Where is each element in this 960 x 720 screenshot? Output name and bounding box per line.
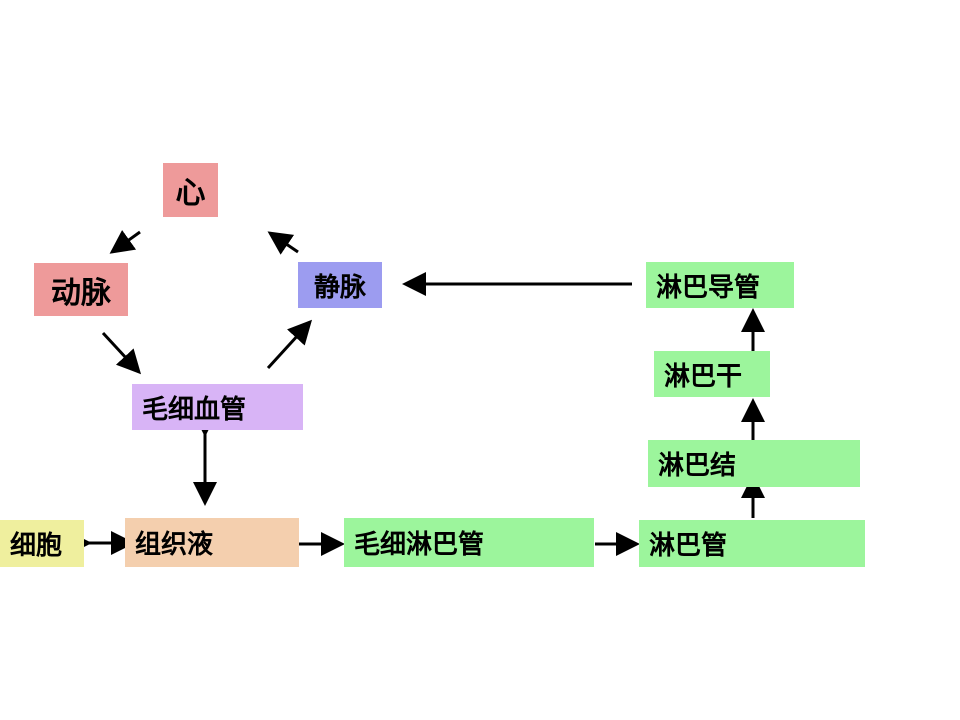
node-artery: 动脉 [34,263,128,316]
node-vein: 静脉 [298,262,382,308]
arrow-capillary-to-vein [266,319,313,370]
arrow-vein-to-heart [267,231,299,255]
node-cell: 细胞 [0,520,84,567]
node-heart: 心 [163,163,218,217]
node-tissue-fluid: 组织液 [125,518,299,567]
node-capillary: 毛细血管 [132,384,303,430]
arrow-heart-to-artery [109,230,141,254]
arrow-artery-to-capillary [101,331,142,375]
node-lymph-node: 淋巴结 [648,440,860,487]
node-lymph-trunk: 淋巴干 [654,351,770,397]
node-lymph-capillary: 毛细淋巴管 [344,518,594,567]
node-lymph-vessel: 淋巴管 [639,520,865,567]
node-thoracic-duct: 淋巴导管 [646,262,794,308]
